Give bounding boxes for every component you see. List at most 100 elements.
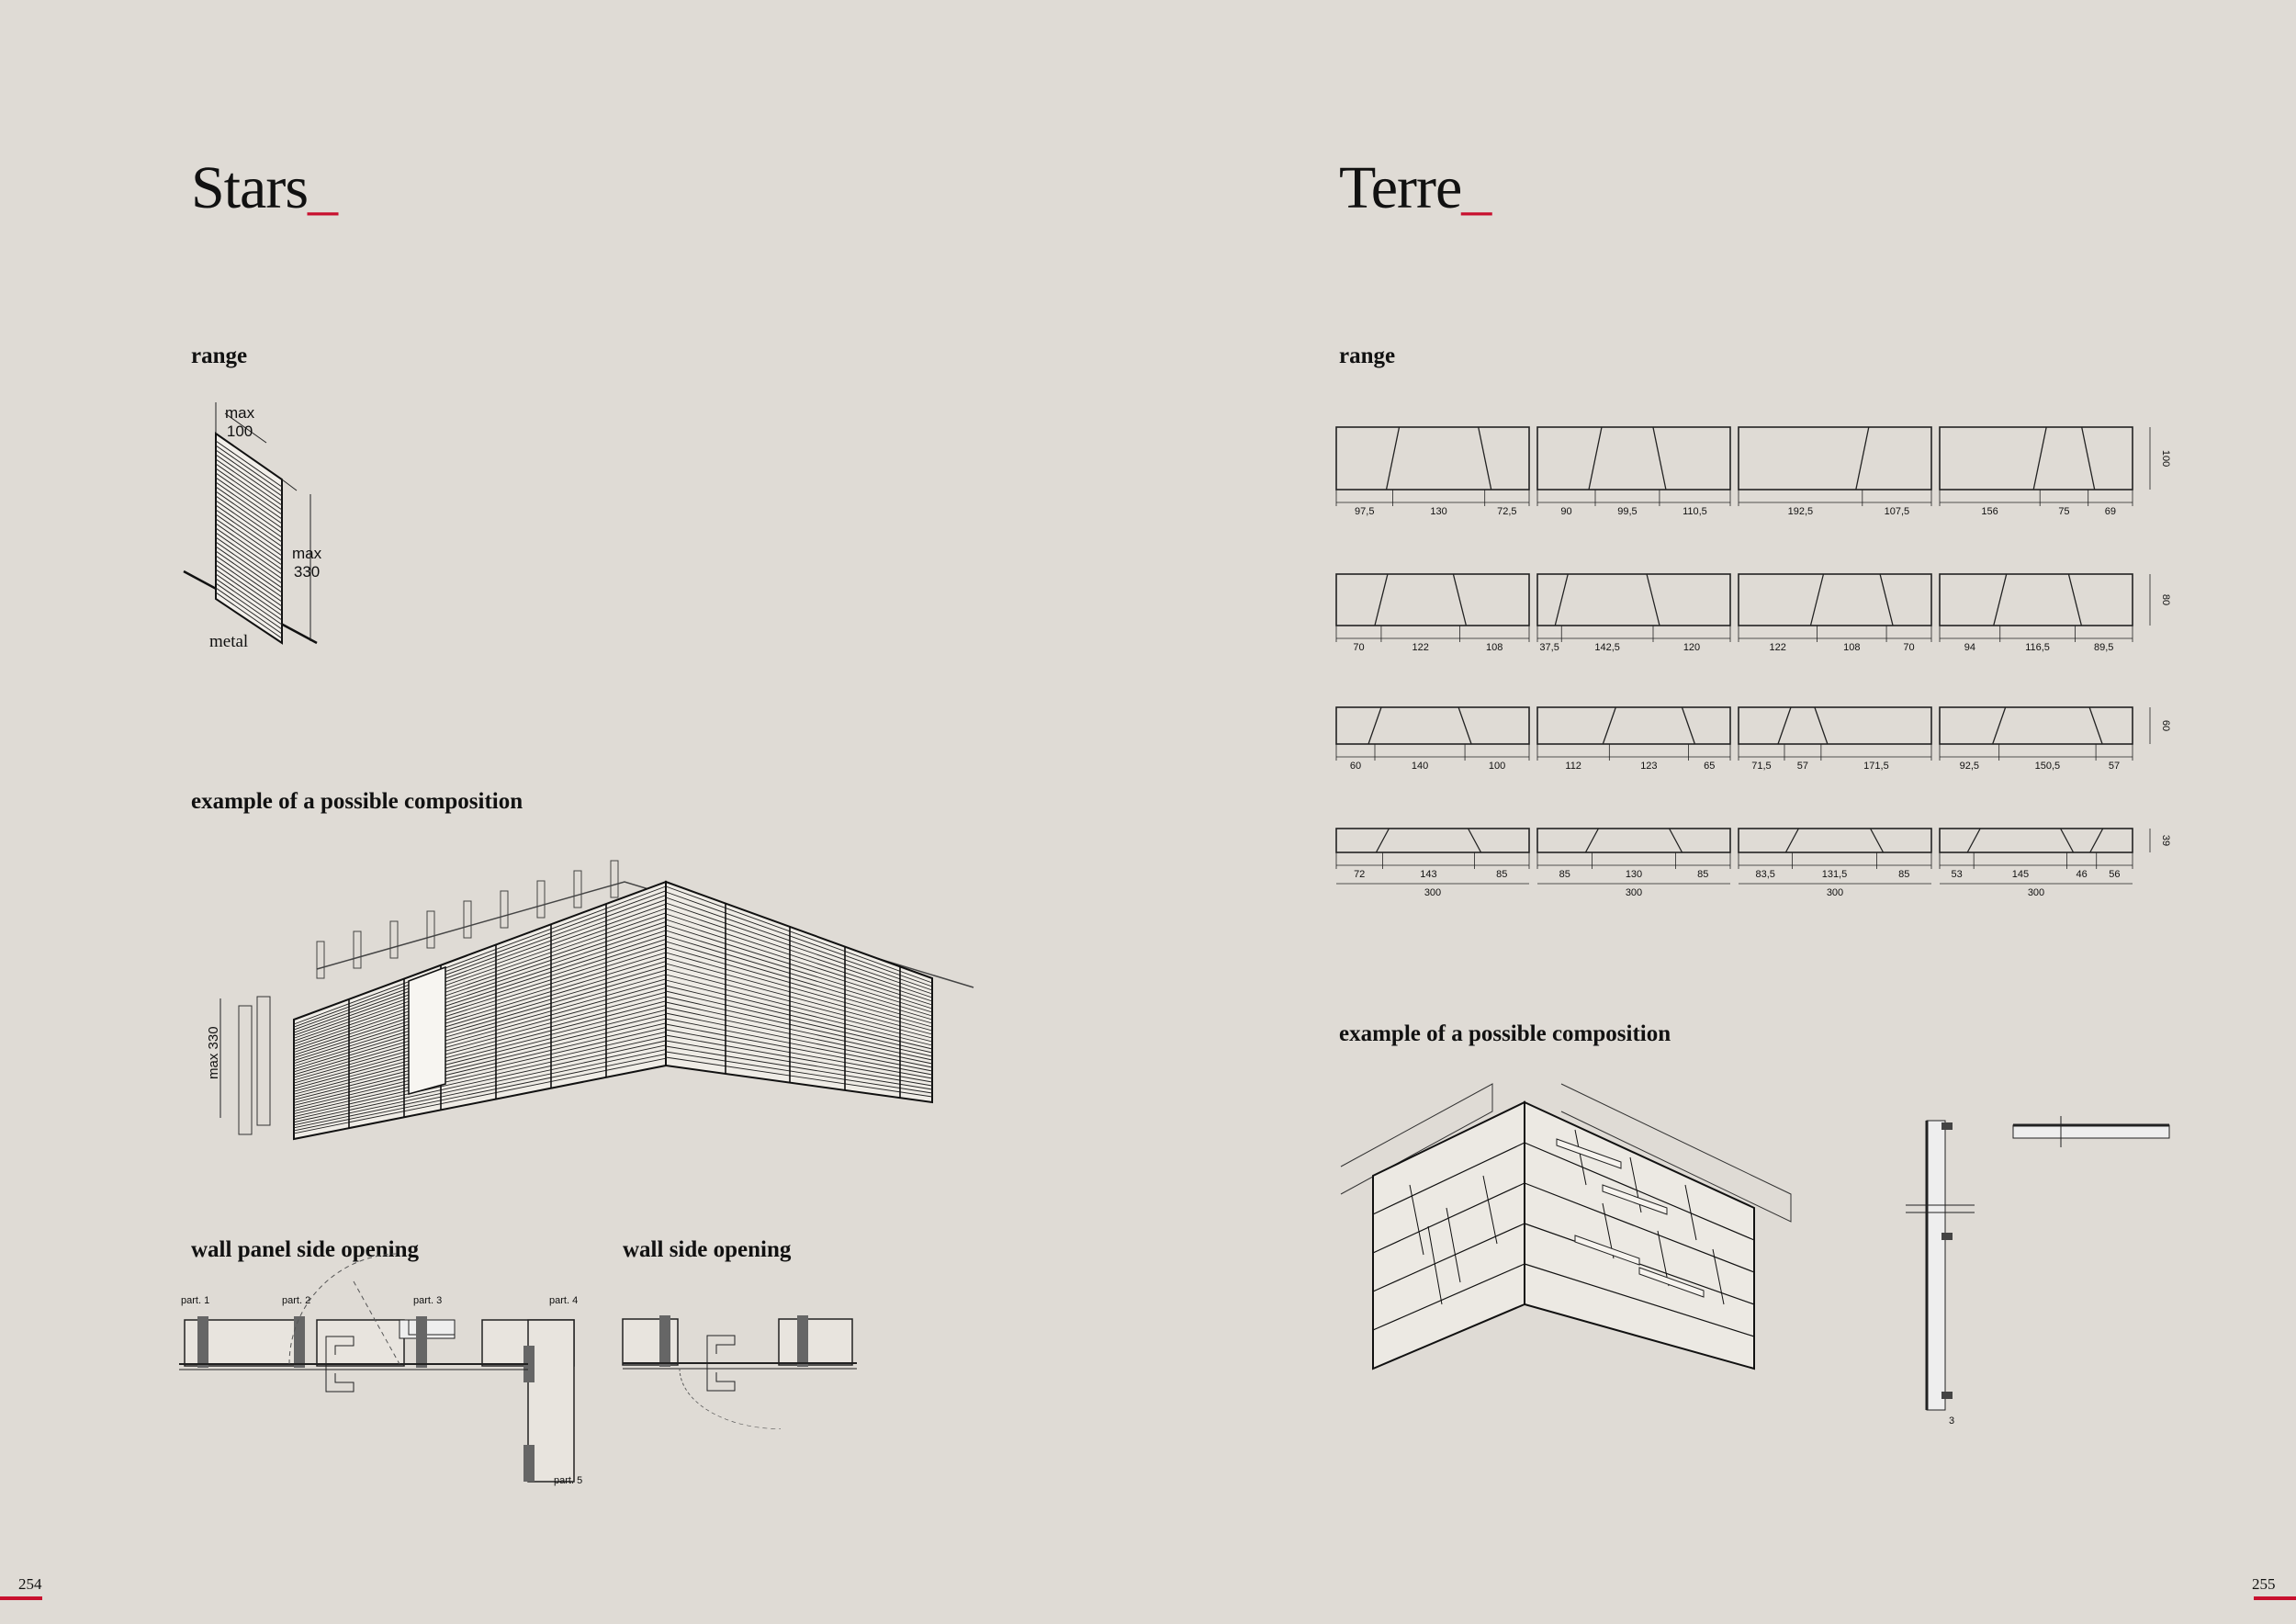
- comp-right-slat: [665, 1045, 933, 1090]
- terre-total-label: 300: [2028, 887, 2044, 898]
- stars-composition-heading: example of a possible composition: [191, 789, 523, 814]
- wall-panel-detail: part. 1 part. 2 part. 3 part. 4 part. 5: [179, 1253, 582, 1486]
- terre-dim-label: 130: [1430, 506, 1446, 517]
- terre-back-frame-left: [1340, 1083, 1493, 1195]
- side-frame-b: [797, 1315, 808, 1367]
- comp-right-slat: [665, 1001, 933, 1061]
- comp-right-slat: [665, 935, 933, 1017]
- terre-dim-label: 53: [1951, 869, 1962, 880]
- terre-dim-label: 85: [1496, 869, 1507, 880]
- comp-right-slat: [665, 885, 933, 984]
- back-frame-post: [463, 900, 472, 939]
- slat-line: [215, 564, 283, 612]
- comp-right-slat: [665, 996, 933, 1057]
- comp-right-slat: [665, 963, 933, 1035]
- comp-left-slat: [293, 903, 667, 1036]
- terre-dim-label: 92,5: [1960, 761, 1979, 772]
- terre-range-heading: range: [1339, 344, 1396, 368]
- terre-panel: [1738, 426, 1932, 491]
- terre-dim-label: 145: [2012, 869, 2029, 880]
- terre-split: [1809, 573, 1825, 626]
- comp-right-slat: [665, 908, 933, 998]
- comp-left-slat: [293, 1031, 667, 1118]
- stars-dim-width: max 100: [225, 404, 255, 440]
- terre-section-vertical: 3: [1906, 1120, 1975, 1427]
- terre-split: [1554, 573, 1569, 626]
- terre-dim-label: 112: [1565, 761, 1581, 772]
- frame-3: [416, 1316, 427, 1368]
- terre-panel: [1738, 828, 1932, 853]
- comp-left-slat: [293, 952, 667, 1067]
- terre-composition-lines: [1340, 1083, 1792, 1370]
- terre-split: [1467, 828, 1482, 853]
- comp-right-slat: [665, 1056, 933, 1098]
- terre-dim-label: 108: [1486, 642, 1503, 653]
- comp-right-slat: [665, 941, 933, 1021]
- terre-split: [2067, 573, 2083, 626]
- terre-split: [1855, 426, 1870, 491]
- side-slab-b: [778, 1318, 853, 1366]
- terre-right-joint: [1684, 1184, 1697, 1241]
- comp-left-slat: [293, 956, 667, 1070]
- slab-b: [316, 1319, 405, 1367]
- terre-panel: [1939, 573, 2133, 626]
- terre-panel: [1939, 706, 2133, 745]
- terre-shelf: [1602, 1184, 1668, 1215]
- comp-left-slat: [293, 1013, 667, 1106]
- right-page-bar: [2254, 1596, 2296, 1600]
- detail-label-1: part. 1: [181, 1295, 209, 1306]
- stars-title-text: Stars: [191, 154, 309, 221]
- slat-line: [215, 541, 283, 589]
- comp-door: [408, 965, 446, 1095]
- terre-split: [1869, 828, 1885, 853]
- comp-left-slat: [293, 934, 667, 1055]
- terre-dim-label: 122: [1770, 642, 1786, 653]
- handle-a: [325, 1336, 355, 1393]
- terre-left-face: [1372, 1100, 1525, 1370]
- comp-right-slat: [665, 930, 933, 1013]
- terre-dim-label: 120: [1683, 642, 1700, 653]
- terre-composition-drawing: [1340, 1083, 1792, 1370]
- terre-dim-label: 85: [1898, 869, 1909, 880]
- frame-1: [197, 1316, 208, 1368]
- terre-split: [1879, 573, 1894, 626]
- terre-dim-label: 75: [2058, 506, 2069, 517]
- stars-material: metal: [209, 632, 249, 651]
- comp-right-slat: [665, 913, 933, 1002]
- comp-left-slat: [293, 1009, 667, 1103]
- terre-panel: [1335, 426, 1530, 491]
- detail-label-5: part. 5: [554, 1475, 582, 1486]
- terre-dim-label: 71,5: [1751, 761, 1771, 772]
- comp-right-slat: [665, 946, 933, 1024]
- side-handle: [706, 1335, 736, 1392]
- stars-composition-drawing: max 330: [206, 860, 974, 1141]
- comp-right-slat: [665, 974, 933, 1043]
- terre-split: [2032, 426, 2047, 491]
- back-frame-post: [610, 860, 619, 898]
- frame-5: [523, 1445, 535, 1482]
- terre-split: [1966, 828, 1981, 853]
- terre-height-label: 60: [2160, 720, 2171, 731]
- comp-left-slat: [293, 898, 667, 1033]
- terre-panel: [1335, 706, 1530, 745]
- terre-dim-label: 150,5: [2035, 761, 2061, 772]
- terre-split: [1681, 706, 1696, 745]
- terre-split: [1584, 828, 1600, 853]
- terre-split: [2060, 828, 2075, 853]
- comp-left-slat: [293, 1044, 667, 1126]
- comp-right-slat: [665, 1040, 933, 1087]
- back-frame-post: [500, 890, 509, 929]
- terre-height-label: 39: [2160, 835, 2171, 846]
- terre-split: [1814, 706, 1829, 745]
- terre-panel: [1536, 573, 1731, 626]
- slat-line: [215, 486, 283, 534]
- terre-panel: [1536, 828, 1731, 853]
- slat-line: [215, 559, 283, 607]
- slat-line: [215, 527, 283, 575]
- wall-side-heading: wall side opening: [623, 1237, 792, 1262]
- slat-line: [215, 582, 283, 630]
- terre-dim-label: 70: [1353, 642, 1364, 653]
- terre-split: [1652, 426, 1667, 491]
- section-panel: [1926, 1120, 1946, 1411]
- comp-left-slat: [293, 996, 667, 1095]
